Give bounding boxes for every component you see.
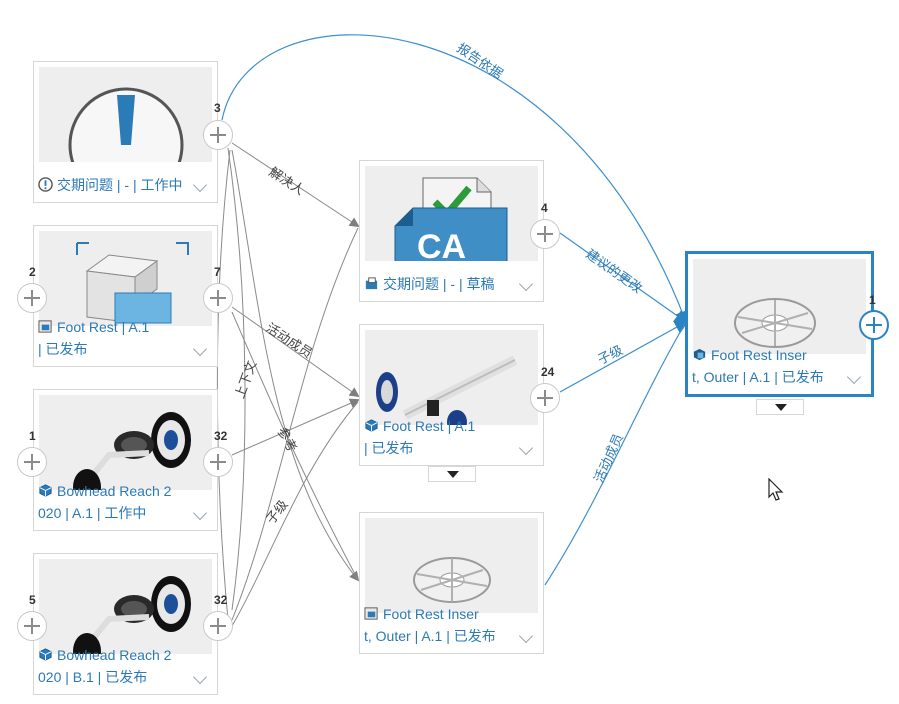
relation-count: 7 xyxy=(214,265,221,279)
chevron-down-icon[interactable] xyxy=(192,669,208,685)
assembly-icon xyxy=(365,419,378,432)
expand-right-button[interactable] xyxy=(203,283,233,313)
node-thumbnail xyxy=(39,559,212,654)
chevron-down-icon[interactable] xyxy=(192,341,208,357)
relation-count: 24 xyxy=(541,365,555,379)
assembly-icon xyxy=(39,648,52,661)
expand-right-button[interactable] xyxy=(530,219,560,249)
edge-label-suggested-change: 建议的更改 xyxy=(583,246,645,296)
expand-left-button[interactable] xyxy=(17,611,47,641)
edge-label-context: 上下文 xyxy=(231,358,260,401)
expand-children-button[interactable] xyxy=(755,399,804,415)
part-icon xyxy=(38,320,52,333)
relation-count: 1 xyxy=(869,293,876,307)
expand-left-button[interactable] xyxy=(17,447,47,477)
relation-count: 5 xyxy=(29,593,36,607)
arrow-pointer-icon xyxy=(768,478,784,501)
relation-count: 4 xyxy=(541,201,548,215)
node-thumbnail: CA xyxy=(365,166,538,261)
change-icon xyxy=(365,277,378,290)
node-foot-rest-part[interactable]: Foot Rest | A.1| 已发布 xyxy=(33,225,218,367)
expand-right-button[interactable] xyxy=(203,120,233,150)
chevron-down-icon[interactable] xyxy=(518,440,534,456)
node-label: 交期问题 | - | 工作中 xyxy=(38,174,187,196)
chevron-down-icon[interactable] xyxy=(518,628,534,644)
node-label: 交期问题 | - | 草稿 xyxy=(364,273,513,295)
chevron-down-icon[interactable] xyxy=(192,505,208,521)
edge-label-active-member-2: 活动成员 xyxy=(591,431,626,485)
cube-icon xyxy=(76,242,189,324)
wheel-insert-icon xyxy=(413,557,491,603)
relation-count: 32 xyxy=(214,429,228,443)
trike-icon xyxy=(73,412,191,490)
assembly-icon xyxy=(39,484,52,497)
chevron-down-icon[interactable] xyxy=(192,177,208,193)
expand-right-button[interactable] xyxy=(530,383,560,413)
node-label: Foot Rest | A.1| 已发布 xyxy=(38,319,150,357)
relation-count: 3 xyxy=(214,101,221,115)
expand-right-button[interactable] xyxy=(203,611,233,641)
edge-label-reference: 参考 xyxy=(274,424,300,455)
node-label: Foot Rest | A.1| 已发布 xyxy=(364,418,476,456)
node-change-activity-draft[interactable]: CA 交期问题 | - | 草稿 xyxy=(359,160,544,302)
chevron-down-icon[interactable] xyxy=(846,369,862,385)
relation-count: 32 xyxy=(214,593,228,607)
node-issue-in-work[interactable]: 交期问题 | - | 工作中 xyxy=(33,61,218,203)
expand-children-button[interactable] xyxy=(427,466,476,482)
part-blue-icon xyxy=(693,348,706,361)
node-thumbnail xyxy=(39,395,212,490)
wheel-insert-icon xyxy=(734,298,816,348)
relation-count: 1 xyxy=(29,429,36,443)
node-thumbnail xyxy=(365,330,538,425)
exclamation-icon xyxy=(68,87,184,162)
edge-label-report-basis: 报告依据 xyxy=(454,40,506,82)
chevron-down-icon[interactable] xyxy=(518,276,534,292)
edge-label-child-2: 子级 xyxy=(262,496,291,527)
node-thumbnail xyxy=(39,67,212,162)
node-thumbnail xyxy=(693,259,866,354)
part-icon xyxy=(364,607,378,620)
expand-right-button[interactable] xyxy=(203,447,233,477)
expand-left-button[interactable] xyxy=(17,283,47,313)
edge-label-active-member: 活动成员 xyxy=(263,320,316,361)
edge-label-resolver: 解决人 xyxy=(266,164,308,198)
relation-count: 2 xyxy=(29,265,36,279)
trike-icon xyxy=(73,576,191,654)
ca-document-icon: CA xyxy=(394,177,508,261)
node-thumbnail xyxy=(365,518,538,613)
svg-text:CA: CA xyxy=(417,228,466,261)
axle-icon xyxy=(376,355,518,425)
node-thumbnail xyxy=(39,231,212,326)
edge-label-child: 子级 xyxy=(595,342,626,368)
expand-right-button[interactable] xyxy=(859,310,889,340)
node-foot-rest-assembly[interactable]: Foot Rest | A.1| 已发布 xyxy=(359,324,544,482)
edge-n4-n5 xyxy=(231,227,359,621)
edge-n4-n1 xyxy=(216,149,231,621)
alert-circle-icon xyxy=(38,177,53,192)
